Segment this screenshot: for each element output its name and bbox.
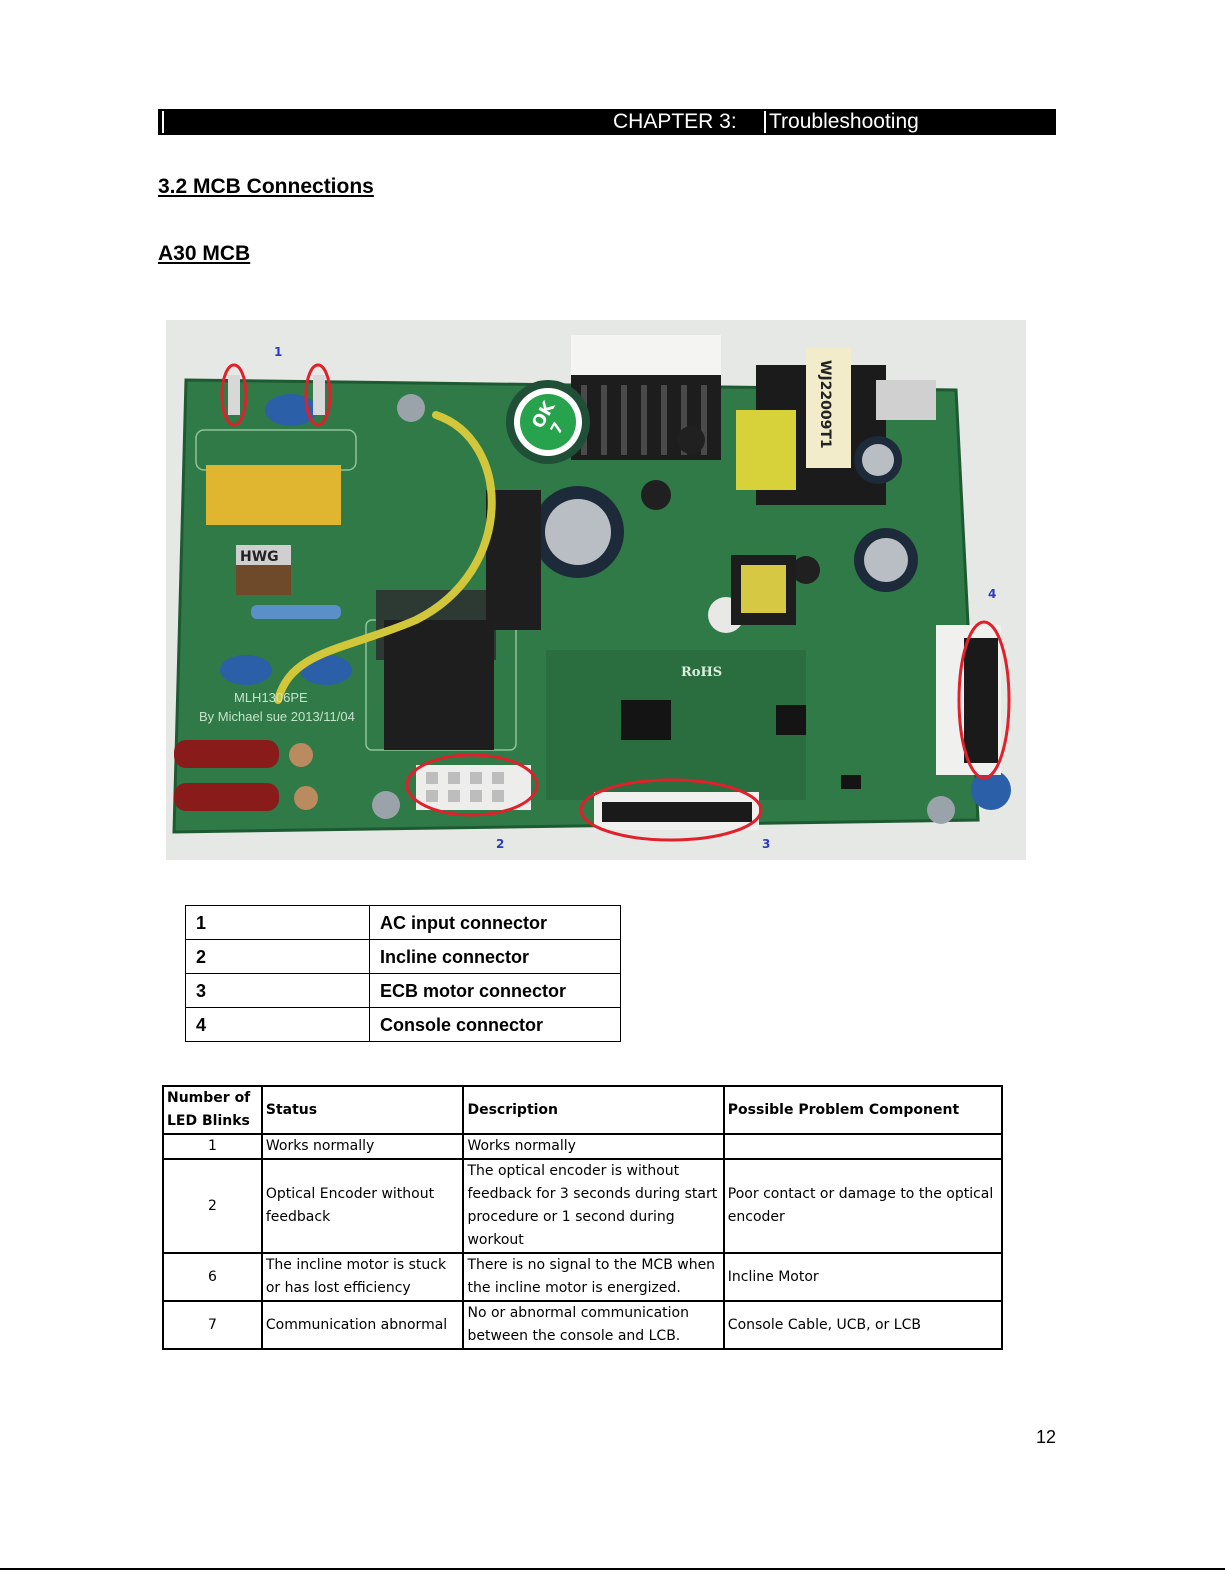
- led-blinks-cell: 6: [162, 1252, 263, 1302]
- table-row: 7 Communication abnormal No or abnormal …: [162, 1300, 1004, 1350]
- table-row: 2 Incline connector: [185, 939, 621, 974]
- callout-2: 2: [496, 837, 504, 851]
- callout-4: 4: [988, 587, 996, 601]
- status-cell: Works normally: [260, 1133, 465, 1160]
- chapter-header-bar: CHAPTER 3: Troubleshooting: [158, 109, 1056, 135]
- description-cell: Works normally: [462, 1133, 725, 1160]
- section-title: 3.2 MCB Connections: [158, 175, 374, 198]
- description-cell: The optical encoder is without feedback …: [462, 1158, 725, 1254]
- header-left-divider: [162, 111, 164, 133]
- subsection-title: A30 MCB: [158, 242, 251, 265]
- led-blinks-cell: 1: [162, 1133, 263, 1160]
- board-author-text: By Michael sue 2013/11/04: [199, 709, 355, 724]
- connector-name: ECB motor connector: [369, 973, 621, 1008]
- table-header-row: Number of LED Blinks Status Description …: [162, 1085, 1004, 1135]
- chapter-title: Troubleshooting: [769, 110, 919, 133]
- component-cell: Incline Motor: [722, 1252, 1004, 1302]
- led-blinks-cell: 2: [162, 1158, 263, 1254]
- connector-table: 1 AC input connector 2 Incline connector…: [185, 905, 621, 1042]
- callout-1: 1: [274, 345, 282, 359]
- connector-number: 3: [185, 973, 370, 1008]
- status-cell: The incline motor is stuck or has lost e…: [260, 1252, 465, 1302]
- page-number: 12: [1036, 1427, 1057, 1447]
- chapter-label: CHAPTER 3:: [613, 110, 737, 133]
- component-cell: Poor contact or damage to the optical en…: [722, 1158, 1004, 1254]
- header-divider: [764, 111, 766, 133]
- led-blink-table: Number of LED Blinks Status Description …: [162, 1085, 1004, 1350]
- connector-number: 2: [185, 939, 370, 974]
- header-led-blinks: Number of LED Blinks: [162, 1085, 263, 1135]
- table-row: 1 Works normally Works normally: [162, 1133, 1004, 1160]
- table-row: 3 ECB motor connector: [185, 973, 621, 1008]
- header-status: Status: [260, 1085, 465, 1135]
- transformer-label: WJ22009T1: [817, 360, 833, 449]
- connector-name: Incline connector: [369, 939, 621, 974]
- led-blinks-cell: 7: [162, 1300, 263, 1350]
- table-row: 4 Console connector: [185, 1007, 621, 1042]
- mcb-board-photo: WJ22009T1 OK 7 HWG MLH1306PE By Michael …: [166, 320, 1026, 860]
- status-cell: Communication abnormal: [260, 1300, 465, 1350]
- board-model-text: MLH1306PE: [234, 690, 308, 705]
- connector-name: Console connector: [369, 1007, 621, 1042]
- header-description: Description: [462, 1085, 725, 1135]
- description-cell: There is no signal to the MCB when the i…: [462, 1252, 725, 1302]
- component-cell: Console Cable, UCB, or LCB: [722, 1300, 1004, 1350]
- inductor-label: HWG: [240, 549, 279, 565]
- component-cell: [722, 1133, 1004, 1160]
- connector-name: AC input connector: [369, 905, 621, 940]
- connector-number: 4: [185, 1007, 370, 1042]
- page-bottom-rule: [0, 1568, 1225, 1570]
- status-cell: Optical Encoder without feedback: [260, 1158, 465, 1254]
- table-row: 2 Optical Encoder without feedback The o…: [162, 1158, 1004, 1254]
- header-problem-component: Possible Problem Component: [722, 1085, 1004, 1135]
- description-cell: No or abnormal communication between the…: [462, 1300, 725, 1350]
- callout-3: 3: [762, 837, 770, 851]
- connector-number: 1: [185, 905, 370, 940]
- table-row: 6 The incline motor is stuck or has lost…: [162, 1252, 1004, 1302]
- rohs-mark: RoHS: [681, 665, 722, 680]
- table-row: 1 AC input connector: [185, 905, 621, 940]
